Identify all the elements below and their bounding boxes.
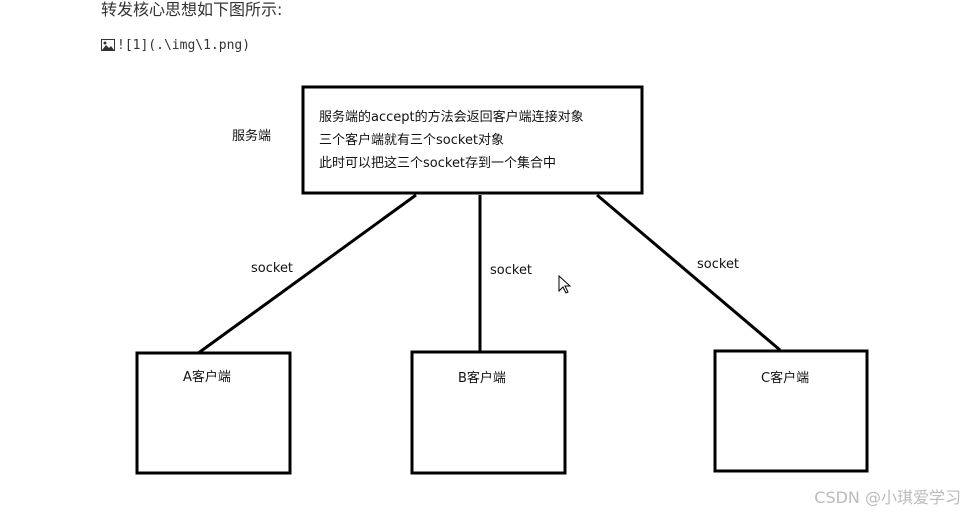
server-label: 服务端 <box>232 128 271 144</box>
connection-line-c <box>596 193 781 352</box>
image-icon <box>101 39 115 51</box>
connection-line-a <box>196 193 417 356</box>
client-box-c <box>713 349 869 473</box>
server-line-1: 服务端的accept的方法会返回客户端连接对象 <box>319 109 584 125</box>
mouse-cursor-icon <box>558 274 572 294</box>
client-box-b <box>410 350 567 475</box>
csdn-watermark: CSDN @小琪爱学习 <box>814 488 961 507</box>
client-label-a: A客户端 <box>183 369 231 385</box>
image-markdown-text: ![1](.\img\1.png) <box>117 37 251 53</box>
socket-label-a: socket <box>251 261 293 276</box>
server-line-3: 此时可以把这三个socket存到一个集合中 <box>319 155 556 171</box>
broken-image-reference[interactable]: ![1](.\img\1.png) <box>101 37 250 53</box>
server-line-2: 三个客户端就有三个socket对象 <box>319 132 504 148</box>
server-box <box>301 85 644 195</box>
client-label-b: B客户端 <box>458 370 506 386</box>
client-box-a <box>135 351 292 475</box>
page-heading: 转发核心思想如下图所示: <box>101 0 283 19</box>
client-label-c: C客户端 <box>761 370 809 386</box>
socket-label-c: socket <box>697 257 739 272</box>
socket-label-b: socket <box>490 263 532 278</box>
